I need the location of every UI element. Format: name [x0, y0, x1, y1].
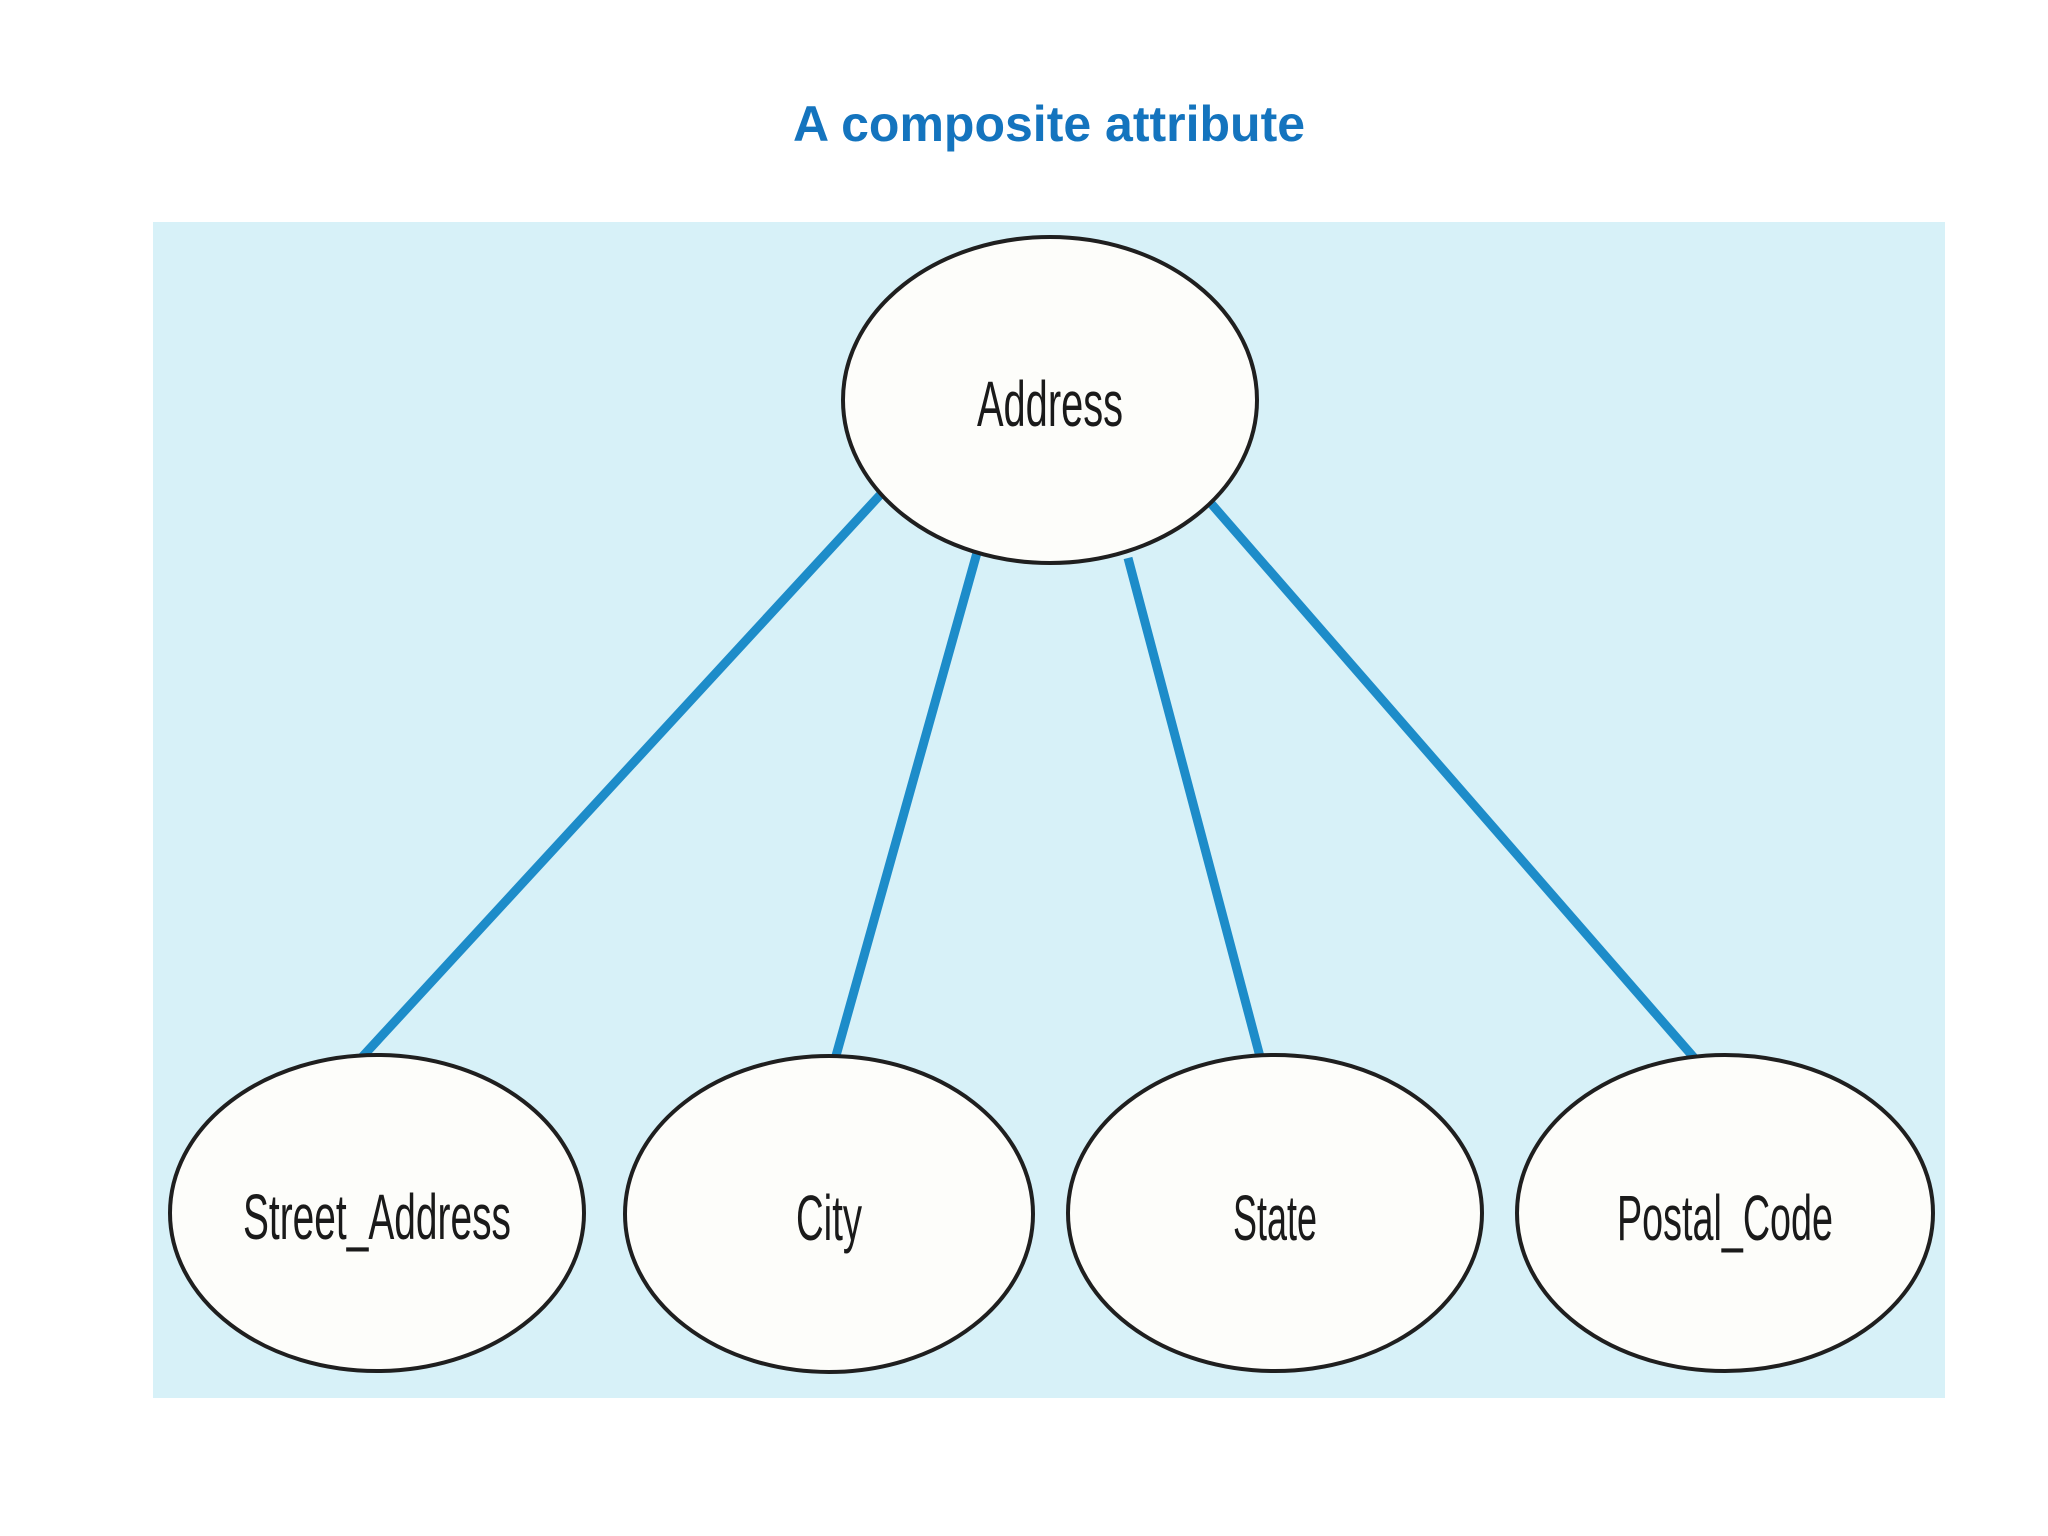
attribute-ellipses	[168, 235, 1935, 1374]
city-label: City	[796, 1182, 862, 1254]
connector-address-state	[1123, 556, 1268, 1070]
diagram-title: A composite attribute	[792, 96, 1306, 152]
address-label: Address	[977, 368, 1123, 440]
connector-lines	[348, 491, 1707, 1072]
street-address-label: Street_Address	[243, 1181, 511, 1253]
connector-address-street-address	[348, 491, 884, 1072]
postal-code-ellipse	[1515, 1053, 1935, 1373]
city-ellipse	[623, 1054, 1035, 1374]
street-address-ellipse	[168, 1053, 586, 1373]
connector-address-postal-code	[1204, 497, 1707, 1071]
state-ellipse	[1066, 1053, 1484, 1373]
attribute-labels: Address Street_Address City State Postal…	[243, 368, 1833, 1254]
address-ellipse	[841, 235, 1259, 565]
state-label: State	[1233, 1182, 1317, 1254]
postal-code-label: Postal_Code	[1617, 1182, 1833, 1254]
connector-address-city	[827, 540, 985, 1072]
